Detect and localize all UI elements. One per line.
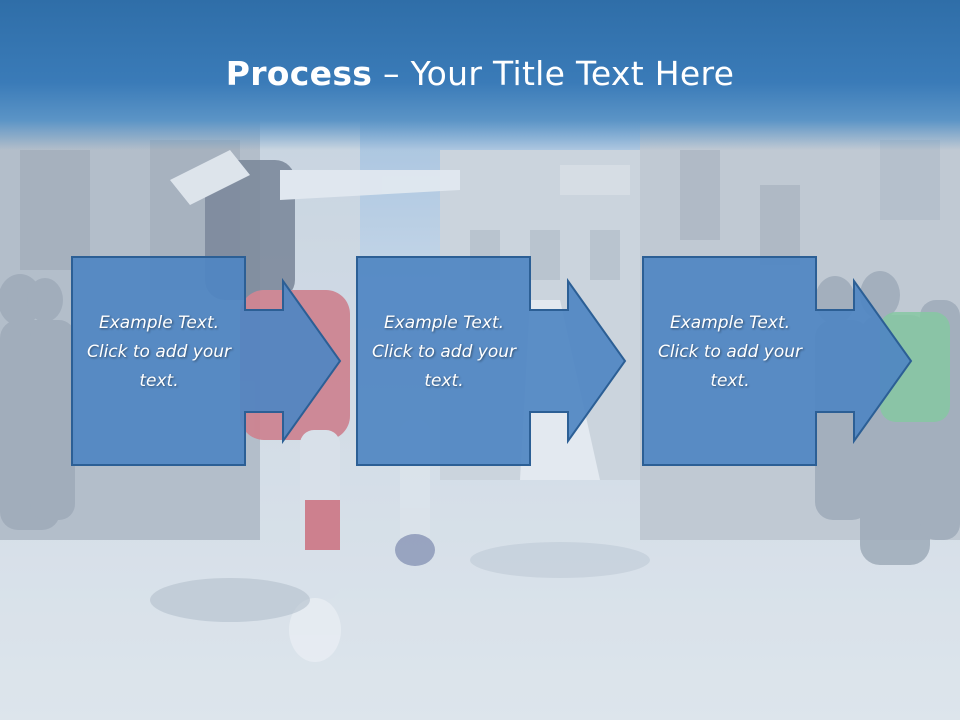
step-1-arrow-shape [71, 256, 342, 466]
process-step-3[interactable]: Example Text. Click to add your text. [642, 256, 960, 467]
slide-title[interactable]: Process – Your Title Text Here [0, 52, 960, 96]
title-bold: Process [225, 54, 373, 93]
step-3-arrow-shape [642, 256, 913, 466]
step-2-arrow-shape [356, 256, 627, 466]
step-3-text: Example Text. Click to add your text. [657, 313, 802, 391]
title-rest: – Your Title Text Here [372, 54, 735, 93]
title-band [0, 0, 960, 150]
step-2-text: Example Text. Click to add your text. [371, 313, 516, 391]
process-step-1[interactable]: Example Text. Click to add your text. [71, 256, 412, 467]
process-step-2[interactable]: Example Text. Click to add your text. [356, 256, 697, 467]
step-1-text: Example Text. Click to add your text. [86, 313, 231, 391]
